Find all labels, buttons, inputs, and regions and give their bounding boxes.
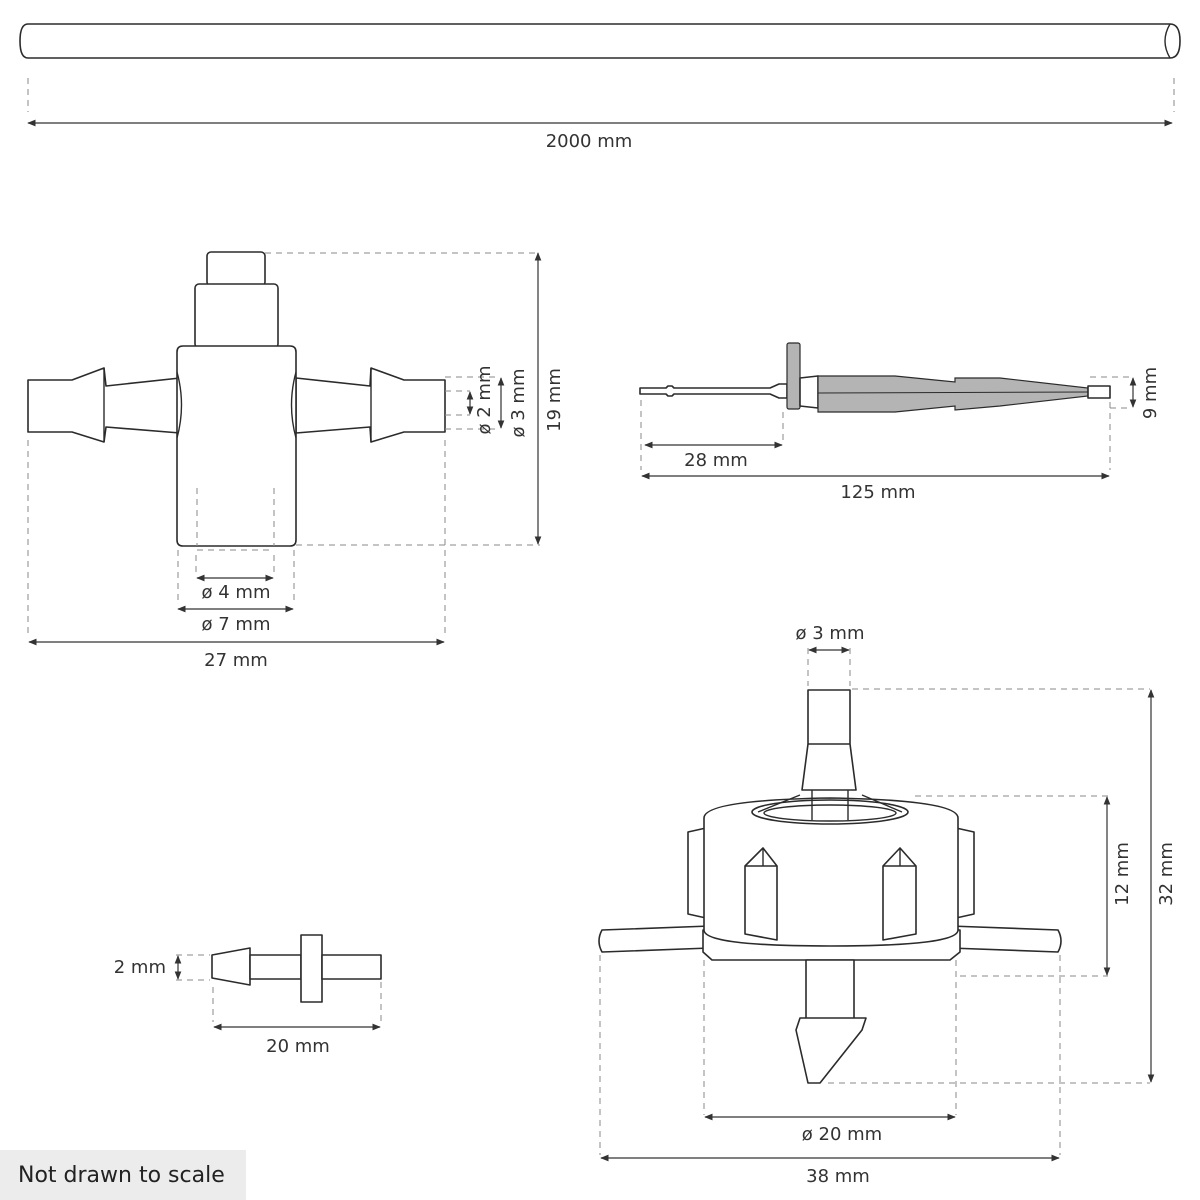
scale-note: Not drawn to scale [0, 1150, 246, 1200]
dripper-total-height-label: 32 mm [1156, 842, 1177, 906]
scale-note-text: Not drawn to scale [18, 1162, 225, 1188]
stake-length-label: 125 mm [840, 482, 915, 503]
cross-connector-drawing [27, 251, 542, 646]
stake-height-label: 9 mm [1140, 367, 1161, 419]
cross-inner-side-diameter-label: ø 2 mm [474, 366, 495, 435]
connector-length-label: 20 mm [266, 1036, 330, 1057]
dripper-body-diameter-label: ø 20 mm [802, 1124, 882, 1145]
cross-outer-bottom-diameter-label: ø 7 mm [202, 614, 271, 635]
tube-drawing [19, 23, 1181, 127]
connector-diameter-label: 2 mm [114, 957, 166, 978]
dripper-top-diameter-label: ø 3 mm [796, 623, 865, 644]
cross-inner-bottom-diameter-label: ø 4 mm [202, 582, 271, 603]
stake-drawing [639, 342, 1137, 480]
cross-outer-side-diameter-label: ø 3 mm [508, 369, 529, 438]
small-connector-drawing [174, 934, 382, 1031]
cross-width-label: 27 mm [204, 650, 268, 671]
cross-height-label: 19 mm [544, 368, 565, 432]
stake-short-length-label: 28 mm [684, 450, 748, 471]
dripper-drawing [598, 646, 1155, 1162]
dripper-width-label: 38 mm [806, 1166, 870, 1187]
dripper-body-height-label: 12 mm [1112, 842, 1133, 906]
tube-length-label: 2000 mm [546, 131, 633, 152]
